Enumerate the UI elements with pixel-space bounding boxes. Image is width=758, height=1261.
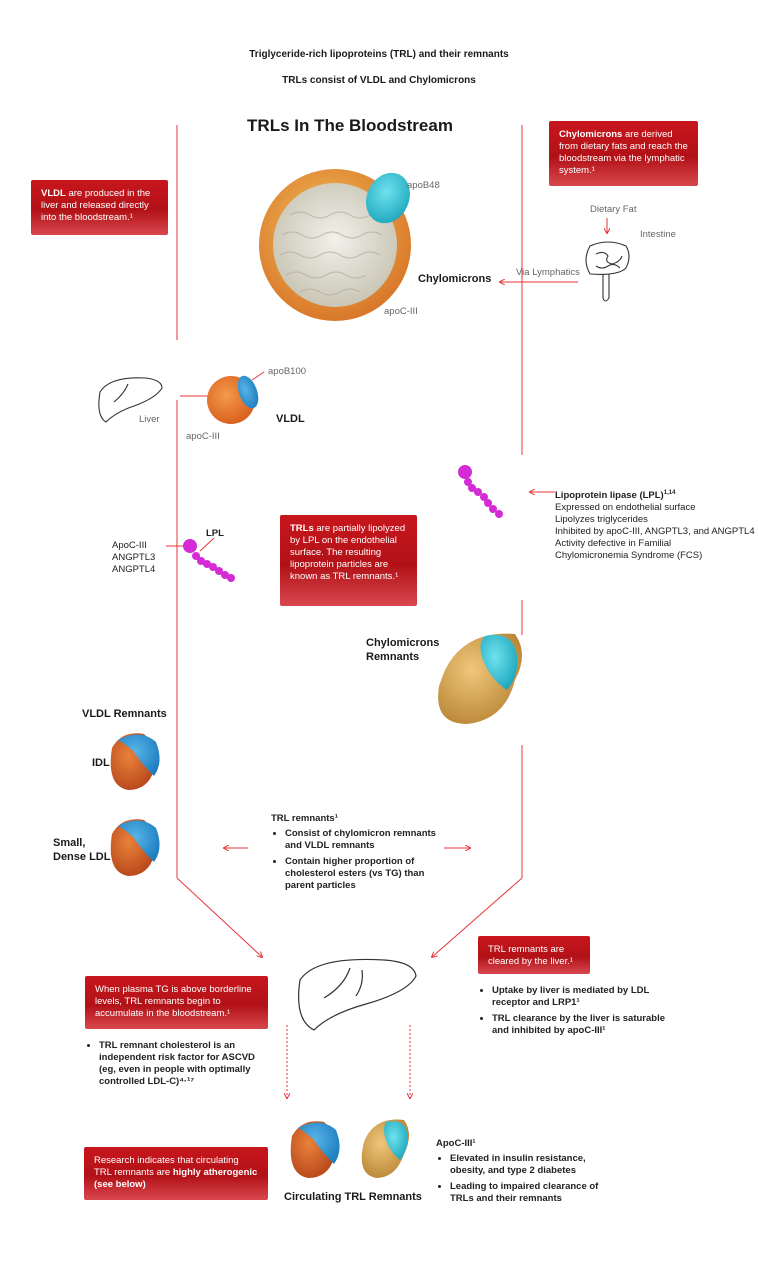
- research-box: Research indicates that circulating TRL …: [84, 1147, 268, 1200]
- vldl-particle: [207, 375, 259, 424]
- intestine-icon: [585, 241, 630, 302]
- lpl-info-line: Inhibited by apoC-III, ANGPTL3, and ANGP…: [555, 526, 755, 538]
- liver-uptake-info: Uptake by liver is mediated by LDL recep…: [478, 984, 668, 1040]
- apob100-label: apoB100: [268, 366, 307, 377]
- liver-uptake-list: Uptake by liver is mediated by LDL recep…: [478, 984, 668, 1037]
- trl-box-text: are partially lipolyzed by LPL on the en…: [290, 523, 406, 582]
- dietary-fat-label: Dietary Fat: [590, 204, 637, 215]
- idl-particle: [110, 733, 160, 790]
- chylomicrons-info-box: Chylomicrons are derived from dietary fa…: [549, 121, 698, 186]
- lpl-info-line: Activity defective in Familial: [555, 538, 672, 550]
- circulating-remnants-label: Circulating TRL Remnants: [284, 1191, 422, 1203]
- trl-lipolysis-box: TRLs are partially lipolyzed by LPL on t…: [280, 515, 417, 606]
- trl-remnants-list: Consist of chylomicron remnants and VLDL…: [271, 827, 446, 892]
- chylomicrons-box-bold: Chylomicrons: [559, 129, 623, 140]
- list-item: Leading to impaired clearance of TRLs an…: [450, 1180, 616, 1205]
- liver-icon-large: [298, 958, 417, 1031]
- list-item: Uptake by liver is mediated by LDL recep…: [492, 984, 668, 1009]
- header-line-1: Triglyceride-rich lipoproteins (TRL) and…: [249, 49, 509, 60]
- research-box-text: Research indicates that circulating TRL …: [94, 1155, 239, 1178]
- list-item: Consist of chylomicron remnants and VLDL…: [285, 827, 446, 852]
- chylomicron-remnants-label: Chylomicrons Remnants: [366, 637, 440, 663]
- list-item: Elevated in insulin resistance, obesity,…: [450, 1152, 616, 1177]
- small-dense-ldl-particle: [110, 819, 160, 876]
- trl-box-bold: TRLs: [290, 523, 314, 534]
- lpl-info-line: Lipolyzes triglycerides: [555, 514, 648, 526]
- apob100-pointer: [251, 371, 265, 381]
- header-line-2: TRLs consist of VLDL and Chylomicrons: [282, 75, 476, 86]
- inhibitor-item: ANGPTL4: [112, 564, 156, 575]
- vldl-remnants-label: VLDL Remnants: [82, 708, 167, 720]
- chylomicron-particle: [259, 169, 411, 321]
- chylomicron-remnant-particle: [438, 633, 522, 724]
- lpl-molecule-left: [183, 539, 235, 582]
- lpl-info-title: Lipoprotein lipase (LPL)1,14: [555, 490, 676, 502]
- vldl-box-bold: VLDL: [41, 188, 66, 199]
- apob48-label: apoB48: [407, 180, 440, 191]
- right-diagonal-arrow: [432, 877, 523, 957]
- apoc3-label-chylo: apoC-III: [384, 306, 418, 317]
- apoc3-label-vldl: apoC-III: [186, 431, 220, 442]
- chylomicrons-box-text: are derived from dietary fats and reach …: [559, 129, 688, 176]
- inhibitor-item: ApoC-III: [112, 540, 147, 551]
- vldl-label: VLDL: [276, 413, 305, 425]
- plasma-tg-box: When plasma TG is above borderline level…: [85, 976, 268, 1029]
- liver-label: Liver: [139, 414, 160, 425]
- lpl-info: Lipoprotein lipase (LPL)1,14 Expressed o…: [555, 487, 755, 562]
- flow-lines: [166, 125, 607, 1098]
- small-dense-ldl-label: Small, Dense LDL: [53, 837, 111, 863]
- left-diagonal-arrow: [176, 877, 262, 957]
- vldl-box-text: are produced in the liver and released d…: [41, 188, 151, 223]
- idl-label: IDL: [92, 757, 110, 769]
- circulating-vldl-remnant: [290, 1121, 340, 1178]
- list-item: TRL remnant cholesterol is an independen…: [99, 1039, 265, 1088]
- research-box-bold: highly atherogenic (see below): [94, 1167, 258, 1190]
- list-item: Contain higher proportion of cholesterol…: [285, 855, 446, 892]
- list-item: TRL clearance by the liver is saturable …: [492, 1012, 668, 1037]
- trl-cleared-box: TRL remnants are cleared by the liver.¹: [478, 936, 590, 974]
- vldl-info-box: VLDL are produced in the liver and relea…: [31, 180, 168, 235]
- liver-icon-small: [98, 377, 163, 423]
- intestine-label: Intestine: [640, 229, 676, 240]
- trl-remnants-title: TRL remnants¹: [271, 813, 338, 824]
- via-lymphatics-label: Via Lymphatics: [516, 267, 580, 278]
- lpl-molecule-right: [458, 465, 503, 518]
- circulating-chylo-remnant: [361, 1119, 409, 1178]
- lpl-label: LPL: [206, 528, 224, 539]
- apoc3-info: ApoC-III¹ Elevated in insulin resistance…: [436, 1138, 616, 1208]
- page-title: TRLs In The Bloodstream: [247, 116, 453, 135]
- chylomicrons-label: Chylomicrons: [418, 273, 492, 285]
- apoc3-info-title: ApoC-III¹: [436, 1138, 476, 1149]
- inhibitors-list: ApoC-III ANGPTL3 ANGPTL4: [112, 540, 155, 576]
- lpl-info-line: Expressed on endothelial surface: [555, 502, 696, 514]
- trl-remnants-info: TRL remnants¹ Consist of chylomicron rem…: [271, 813, 446, 895]
- risk-info: TRL remnant cholesterol is an independen…: [85, 1039, 265, 1091]
- lpl-pointer: [199, 537, 215, 552]
- apoc3-info-list: Elevated in insulin resistance, obesity,…: [436, 1152, 616, 1205]
- lpl-info-line: Chylomicronemia Syndrome (FCS): [555, 550, 703, 562]
- inhibitor-item: ANGPTL3: [112, 552, 156, 563]
- risk-list: TRL remnant cholesterol is an independen…: [85, 1039, 265, 1088]
